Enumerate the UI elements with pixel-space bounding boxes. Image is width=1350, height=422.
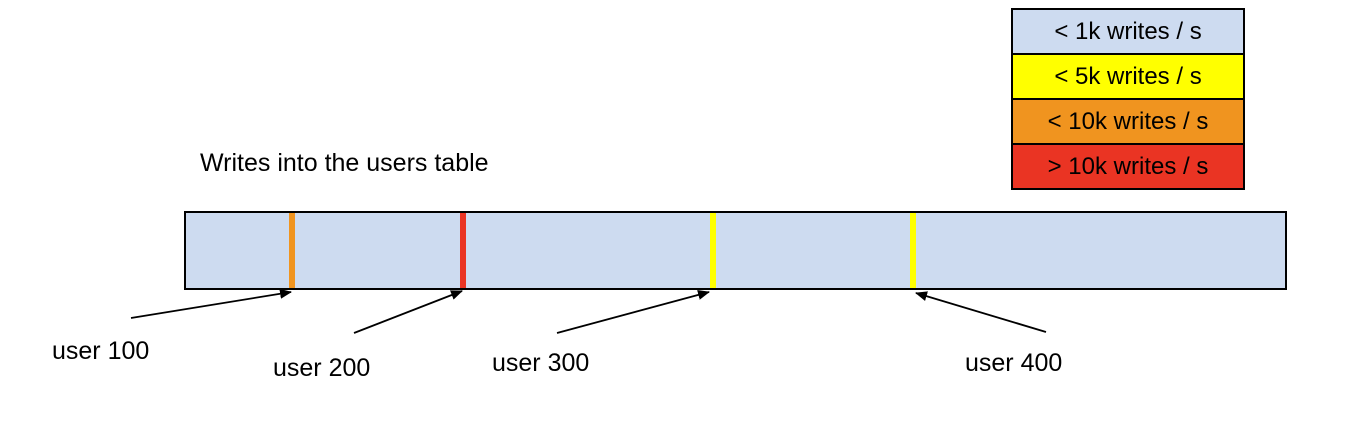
arrow-user-300 [556,290,710,334]
user-label-300: user 300 [492,349,590,377]
arrow-user-200 [353,290,463,334]
user-label-100: user 100 [52,337,150,365]
hotspot-marker-user-200 [460,213,466,288]
legend-item-lt-1k: < 1k writes / s [1011,8,1245,55]
hotspot-marker-user-400 [910,213,916,288]
legend-item-lt-10k: < 10k writes / s [1011,98,1245,145]
hotspot-marker-user-100 [289,213,295,288]
legend-item-gt-10k: > 10k writes / s [1011,143,1245,190]
user-label-400: user 400 [965,349,1063,377]
diagram-title: Writes into the users table [200,149,489,177]
hotspot-marker-user-300 [710,213,716,288]
users-table-bar [184,211,1287,290]
user-label-200: user 200 [273,354,371,382]
arrow-user-100 [130,288,292,319]
arrow-user-400 [915,291,1047,333]
legend-item-lt-5k: < 5k writes / s [1011,53,1245,100]
legend: < 1k writes / s < 5k writes / s < 10k wr… [1011,8,1245,190]
